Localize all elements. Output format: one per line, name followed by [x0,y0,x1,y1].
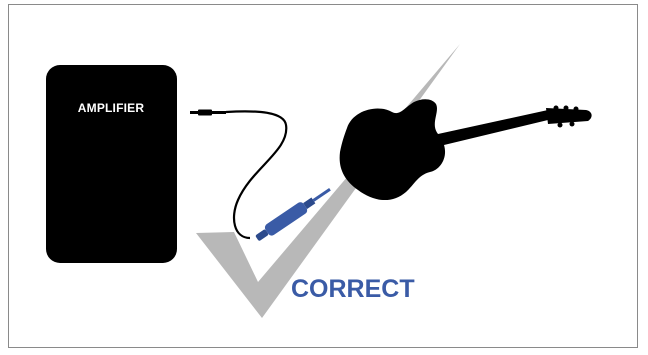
amp-plug-icon [190,110,226,116]
amplifier-box [46,65,177,263]
electric-guitar-icon [340,99,592,200]
amplifier-label: AMPLIFIER [78,101,145,115]
status-label: CORRECT [291,275,415,303]
